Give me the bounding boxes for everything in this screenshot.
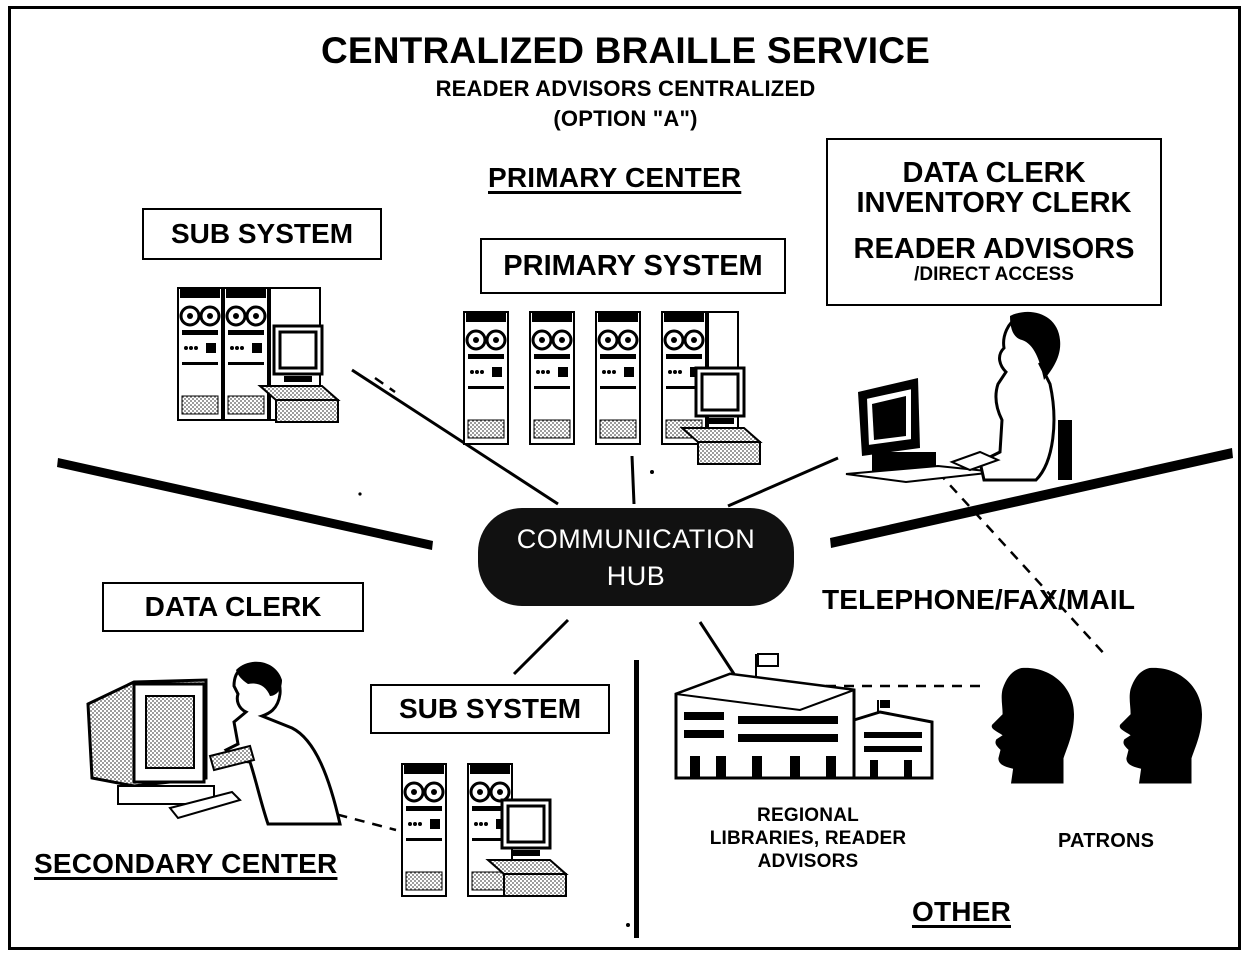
hub-line-1: COMMUNICATION (516, 524, 756, 554)
communication-hub: COMMUNICATION HUB (478, 508, 794, 606)
subtitle: READER ADVISORS CENTRALIZED (435, 76, 816, 101)
page-title: CENTRALIZED BRAILLE SERVICE (320, 30, 931, 71)
diagram-frame (8, 6, 1241, 950)
sub-system-bottom-box: SUB SYSTEM (370, 684, 610, 734)
option-label: (OPTION "A") (553, 106, 698, 131)
regional-library-building (674, 653, 934, 780)
patrons-silhouettes (991, 667, 1202, 784)
primary-system-box: PRIMARY SYSTEM (480, 238, 786, 294)
reader-advisor-workstation (845, 311, 1072, 484)
staff-direct-access: /DIRECT ACCESS (914, 264, 1074, 285)
divider-left (57, 458, 433, 550)
divider-right (830, 448, 1233, 548)
regional-libraries-label: REGIONAL LIBRARIES, READER ADVISORS (668, 804, 948, 873)
patrons-label: PATRONS (1058, 830, 1155, 852)
sub-system-top-box: SUB SYSTEM (142, 208, 382, 260)
primary-center-heading: PRIMARY CENTER (488, 162, 742, 193)
divider-vertical (634, 660, 639, 938)
regional-line-2: LIBRARIES, READER (709, 828, 907, 849)
hub-line-2: HUB (606, 561, 666, 591)
other-label: OTHER (912, 896, 1011, 927)
regional-line-3: ADVISORS (757, 851, 859, 872)
regional-line-1: REGIONAL (757, 805, 859, 826)
staff-inventory-clerk: INVENTORY CLERK (856, 187, 1132, 219)
telephone-fax-mail-label: TELEPHONE/FAX/MAIL (822, 584, 1136, 615)
staff-data-clerk: DATA CLERK (902, 157, 1086, 189)
primary-system-hardware (462, 310, 762, 466)
data-clerk-box: DATA CLERK (102, 582, 364, 632)
sub-system-bottom-hardware (400, 762, 568, 898)
secondary-center-label: SECONDARY CENTER (34, 848, 338, 879)
hub-connections (351, 368, 839, 676)
staff-roles-box: DATA CLERK INVENTORY CLERK READER ADVISO… (826, 138, 1162, 306)
data-clerk-workstation (86, 661, 342, 826)
staff-reader-advisors: READER ADVISORS (853, 233, 1135, 265)
dashed-links (319, 376, 1109, 832)
sub-system-top-hardware (176, 286, 340, 424)
